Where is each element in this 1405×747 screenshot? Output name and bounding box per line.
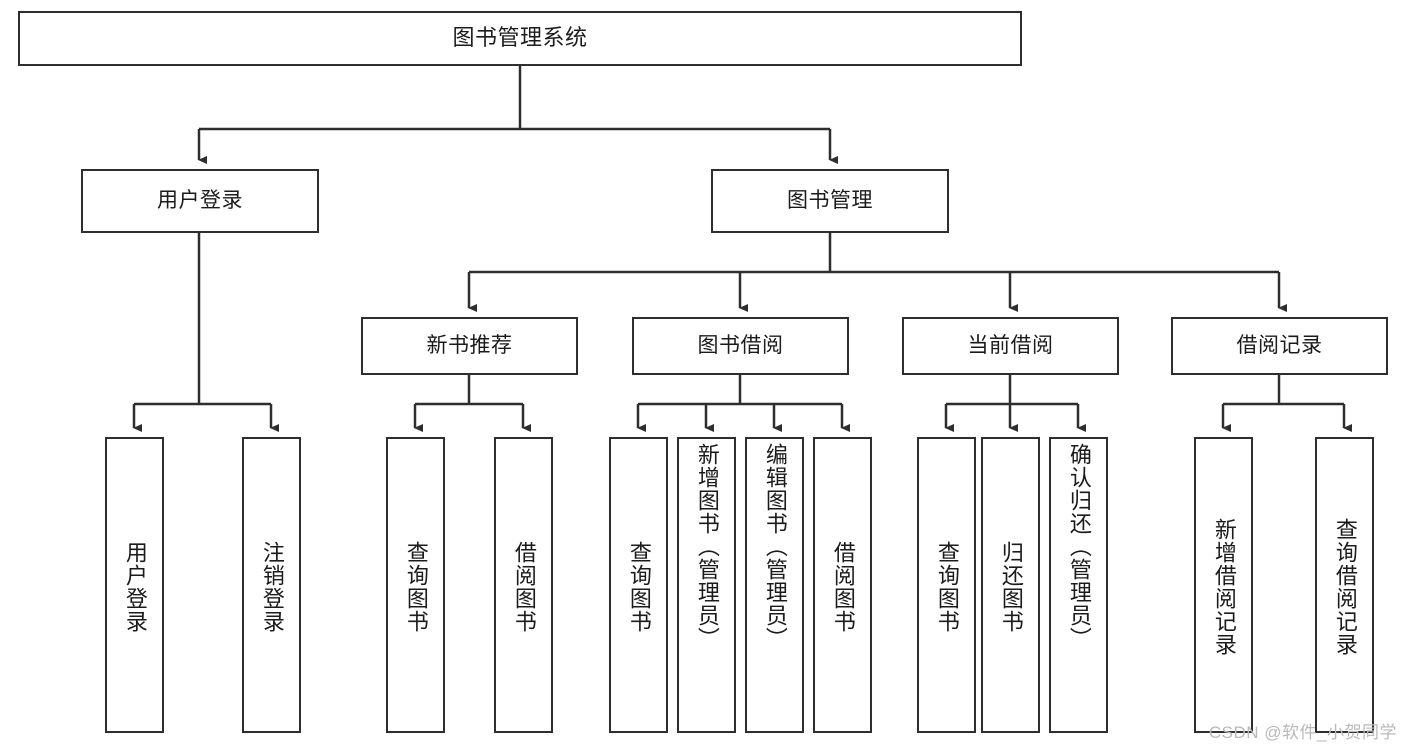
leaf-logout[interactable]: 注销登录 (242, 437, 301, 733)
leaf-borrow-book[interactable]: 借阅图书 (813, 437, 872, 733)
leaf-text-wrap: 查询图书 (611, 443, 666, 731)
node-label: 图书管理 (787, 189, 873, 213)
leaf-text-wrap: 新增图书（管理员） (679, 443, 734, 731)
node-label: 借阅图书 (511, 541, 537, 633)
leaf-text-wrap: 编辑图书（管理员） (747, 443, 802, 731)
node-label: 查询图书 (403, 541, 429, 633)
node-borrow-record[interactable]: 借阅记录 (1171, 317, 1388, 375)
node-label: 确认归还（管理员） (1066, 443, 1092, 650)
node-label: 归还图书 (998, 541, 1024, 633)
node-label: 当前借阅 (967, 334, 1054, 358)
node-label: 查询图书 (626, 541, 652, 633)
node-label: 新增借阅记录 (1211, 518, 1237, 656)
leaf-add-book-admin[interactable]: 新增图书（管理员） (677, 437, 736, 733)
node-label: 图书管理系统 (452, 25, 588, 51)
node-label: 用户登录 (122, 541, 148, 633)
leaf-text-wrap: 确认归还（管理员） (1051, 443, 1106, 731)
node-current-borrow[interactable]: 当前借阅 (902, 317, 1119, 375)
node-root-book-management-system[interactable]: 图书管理系统 (18, 11, 1022, 66)
leaf-confirm-return-admin[interactable]: 确认归还（管理员） (1049, 437, 1108, 733)
node-label: 查询借阅记录 (1332, 518, 1358, 656)
leaf-borrow-book-recommend[interactable]: 借阅图书 (494, 437, 553, 733)
leaf-text-wrap: 用户登录 (107, 443, 162, 731)
leaf-text-wrap: 归还图书 (983, 443, 1038, 731)
node-label: 用户登录 (157, 189, 243, 213)
node-user-login[interactable]: 用户登录 (81, 169, 319, 233)
node-label: 新增图书（管理员） (694, 443, 720, 650)
node-new-book-recommend[interactable]: 新书推荐 (361, 317, 578, 375)
leaf-text-wrap: 查询图书 (388, 443, 443, 731)
leaf-query-borrow-record[interactable]: 查询借阅记录 (1315, 437, 1374, 733)
node-label: 查询图书 (934, 541, 960, 633)
leaf-query-book-recommend[interactable]: 查询图书 (386, 437, 445, 733)
node-book-management[interactable]: 图书管理 (711, 169, 949, 233)
node-label: 注销登录 (259, 541, 285, 633)
leaf-query-book-current[interactable]: 查询图书 (917, 437, 976, 733)
leaf-return-book[interactable]: 归还图书 (981, 437, 1040, 733)
leaf-text-wrap: 注销登录 (244, 443, 299, 731)
node-label: 借阅图书 (830, 541, 856, 633)
node-label: 图书借阅 (697, 334, 784, 358)
leaf-text-wrap: 新增借阅记录 (1196, 443, 1251, 731)
leaf-text-wrap: 查询借阅记录 (1317, 443, 1372, 731)
node-book-borrow[interactable]: 图书借阅 (632, 317, 849, 375)
leaf-edit-book-admin[interactable]: 编辑图书（管理员） (745, 437, 804, 733)
node-label: 借阅记录 (1236, 334, 1323, 358)
leaf-add-borrow-record[interactable]: 新增借阅记录 (1194, 437, 1253, 733)
node-label: 编辑图书（管理员） (762, 443, 788, 650)
leaf-text-wrap: 借阅图书 (496, 443, 551, 731)
leaf-user-login[interactable]: 用户登录 (105, 437, 164, 733)
leaf-text-wrap: 查询图书 (919, 443, 974, 731)
node-label: 新书推荐 (426, 334, 513, 358)
leaf-text-wrap: 借阅图书 (815, 443, 870, 731)
leaf-query-book-borrow[interactable]: 查询图书 (609, 437, 668, 733)
